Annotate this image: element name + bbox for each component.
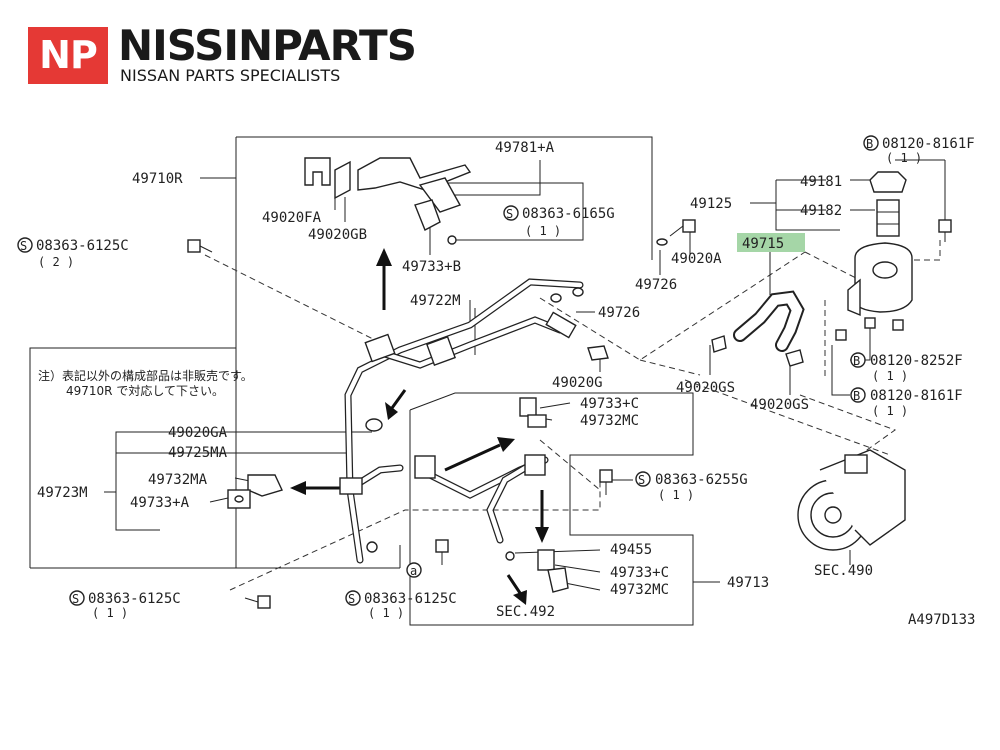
label-49732MC-a: 49732MC — [580, 413, 639, 429]
hose-assembly-49713 — [414, 454, 549, 561]
bolt-08363-6125C — [187, 239, 213, 253]
bolt-08120-8161F — [938, 219, 952, 242]
brand-tagline: NISSAN PARTS SPECIALISTS — [120, 66, 341, 85]
clamp-49733A — [227, 489, 251, 509]
qty-08120-8161F-b: ( 1 ) — [872, 404, 908, 418]
label-49181: 49181 — [800, 174, 842, 190]
label-49723M: 49723M — [37, 485, 88, 501]
bolt-08120-8252F — [835, 317, 904, 341]
label-49732MA: 49732MA — [148, 472, 208, 488]
label-49125: 49125 — [690, 196, 732, 212]
label-49020A: 49020A — [671, 251, 722, 267]
label-08120-8161F-b: 08120-8161F — [870, 388, 963, 404]
label-49722M: 49722M — [410, 293, 461, 309]
label-49725MA: 49725MA — [168, 445, 228, 461]
symbol-s: S — [20, 239, 27, 253]
label-49020GB: 49020GB — [308, 227, 367, 243]
brand-name: NISSINPARTS — [118, 21, 417, 70]
label-49020GS-b: 49020GS — [750, 397, 809, 413]
symbol-s: S — [348, 592, 355, 606]
frame-49723M — [104, 431, 160, 531]
pipe-assembly-49722M — [339, 278, 584, 564]
label-08363-6165G: 08363-6165G — [522, 206, 615, 222]
part-labels: 49710R 49781+A 49020FA 49020GB S 08363-6… — [17, 135, 975, 628]
bracket-49781A — [357, 157, 472, 213]
label-49020GS-a: 49020GS — [676, 380, 735, 396]
symbol-b: B — [866, 137, 873, 151]
filter-49182 — [876, 199, 900, 237]
leader-lines — [160, 159, 946, 591]
label-49733C-b: 49733+C — [610, 565, 669, 581]
frame-49125 — [750, 179, 840, 231]
symbol-s: S — [72, 592, 79, 606]
symbol-b: B — [853, 354, 860, 368]
label-08363-6125C-b: 08363-6125C — [88, 591, 181, 607]
label-sec492: SEC.492 — [496, 604, 555, 620]
label-49733A: 49733+A — [130, 495, 190, 511]
label-08120-8161F-a: 08120-8161F — [882, 136, 975, 152]
label-49733B: 49733+B — [402, 259, 461, 275]
hose-49715 — [733, 290, 805, 352]
clip-49020GS — [711, 335, 804, 367]
bolt-49020A — [656, 219, 696, 246]
brand-logo-text: NP — [39, 33, 98, 77]
label-49020G: 49020G — [552, 375, 603, 391]
highlight-49715 — [737, 233, 805, 252]
qty-08120-8161F-a: ( 1 ) — [886, 151, 922, 165]
label-49182: 49182 — [800, 203, 842, 219]
clamp-49733B — [414, 199, 457, 245]
qty-08363-6125C-c: ( 1 ) — [368, 606, 404, 620]
label-49726-a: 49726 — [635, 277, 677, 293]
frame-49710R — [29, 136, 653, 569]
label-08120-8252F: 08120-8252F — [870, 353, 963, 369]
clip-49020GA — [365, 418, 383, 432]
note-line-2: 49710R で対応して下さい。 — [66, 384, 224, 398]
clamp-49020FA — [304, 157, 331, 186]
qty-08363-6255G: ( 1 ) — [658, 488, 694, 502]
ref-marker-a — [406, 562, 422, 578]
label-49710R: 49710R — [132, 171, 183, 187]
clamp-49020GB — [334, 160, 351, 200]
clamp-49733C-lower — [537, 549, 569, 593]
qty-08363-6165G: ( 1 ) — [525, 224, 561, 238]
clip-49020G — [587, 345, 609, 361]
label-49715: 49715 — [742, 236, 784, 252]
label-ref-a: a — [410, 564, 417, 578]
symbol-b: B — [853, 389, 860, 403]
symbol-s: S — [638, 473, 645, 487]
qty-08363-6125C-a: ( 2 ) — [38, 255, 74, 269]
label-49733C-a: 49733+C — [580, 396, 639, 412]
cap-49181 — [869, 171, 907, 193]
label-49732MC-b: 49732MC — [610, 582, 669, 598]
label-08363-6255G: 08363-6255G — [655, 472, 748, 488]
reservoir-tank-49125 — [847, 242, 913, 317]
bolt-lower-left — [244, 539, 449, 609]
bolt-08363-6255G — [599, 469, 613, 495]
direction-arrows — [290, 248, 549, 605]
qty-08120-8252F: ( 1 ) — [872, 369, 908, 383]
label-49713: 49713 — [727, 575, 769, 591]
label-49020GA: 49020GA — [168, 425, 228, 441]
qty-08363-6125C-b: ( 1 ) — [92, 606, 128, 620]
label-49726-b: 49726 — [598, 305, 640, 321]
label-08363-6125C-a: 08363-6125C — [36, 238, 129, 254]
clamp-49732MA — [247, 474, 283, 497]
clamp-49733C-upper — [519, 397, 547, 428]
label-08363-6125C-c: 08363-6125C — [364, 591, 457, 607]
note-line-1: 注）表記以外の構成部品は非販売です。 — [38, 368, 253, 383]
symbol-s: S — [506, 207, 513, 221]
frame-49713 — [409, 392, 720, 626]
power-steering-pump-sec490 — [797, 449, 906, 551]
label-49781A: 49781+A — [495, 140, 555, 156]
brand-logo: NP — [28, 27, 108, 84]
label-49455: 49455 — [610, 542, 652, 558]
label-49020FA: 49020FA — [262, 210, 322, 226]
label-sec490: SEC.490 — [814, 563, 873, 579]
washer-49726 — [550, 287, 584, 303]
label-diagram-id: A497D133 — [908, 612, 975, 628]
